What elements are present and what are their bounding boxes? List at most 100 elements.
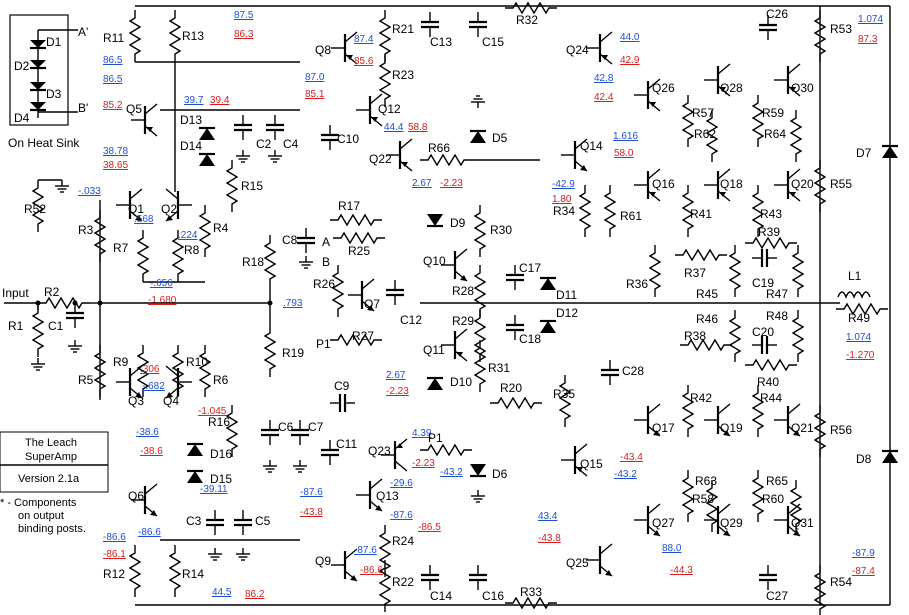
svg-text:R47: R47 bbox=[766, 287, 788, 301]
diode-label-d4: D4 bbox=[14, 111, 30, 125]
svg-text:P1: P1 bbox=[428, 431, 443, 445]
svg-text:-86.6: -86.6 bbox=[103, 532, 126, 543]
svg-text:R60: R60 bbox=[762, 492, 784, 506]
bias-network: R18 .793 R19 C6 C7 C8 R17 R25 A B R26 Q7… bbox=[242, 199, 422, 473]
svg-text:R40: R40 bbox=[757, 375, 779, 389]
svg-text:R45: R45 bbox=[696, 287, 718, 301]
svg-text:R19: R19 bbox=[282, 346, 304, 360]
svg-text:R20: R20 bbox=[500, 381, 522, 395]
svg-text:58.0: 58.0 bbox=[614, 148, 634, 159]
svg-text:-43.8: -43.8 bbox=[538, 533, 561, 544]
svg-text:Q14: Q14 bbox=[580, 139, 603, 153]
svg-text:Q12: Q12 bbox=[378, 102, 401, 116]
svg-text:-.033: -.033 bbox=[78, 186, 101, 197]
svg-text:-.656: -.656 bbox=[150, 278, 173, 289]
svg-text:R52: R52 bbox=[24, 202, 46, 216]
svg-text:R57: R57 bbox=[692, 106, 714, 120]
svg-text:R62: R62 bbox=[694, 127, 716, 141]
svg-text:D8: D8 bbox=[856, 452, 872, 466]
svg-text:R21: R21 bbox=[392, 22, 414, 36]
svg-text:Q29: Q29 bbox=[720, 516, 743, 530]
svg-text:Q11: Q11 bbox=[423, 343, 445, 357]
svg-text:38.65: 38.65 bbox=[103, 160, 128, 171]
svg-text:43.4: 43.4 bbox=[538, 511, 558, 522]
svg-text:R23: R23 bbox=[392, 68, 414, 82]
svg-text:on output: on output bbox=[18, 510, 64, 522]
svg-text:R33: R33 bbox=[520, 585, 542, 599]
svg-text:-87.6: -87.6 bbox=[300, 487, 323, 498]
svg-text:-43.2: -43.2 bbox=[614, 469, 637, 480]
svg-text:R34: R34 bbox=[553, 204, 575, 218]
svg-text:C17: C17 bbox=[519, 261, 541, 275]
svg-text:Q26: Q26 bbox=[652, 81, 675, 95]
svg-text:-44.3: -44.3 bbox=[670, 565, 693, 576]
svg-text:D12: D12 bbox=[556, 306, 578, 320]
svg-text:2.67: 2.67 bbox=[412, 178, 432, 189]
svg-text:R65: R65 bbox=[766, 474, 788, 488]
svg-text:-2.23: -2.23 bbox=[412, 458, 435, 469]
output-bank: Q26 Q28 Q30 R57 R62 R59 R64 Q16 Q18 Q20 … bbox=[626, 6, 900, 615]
svg-text:Q25: Q25 bbox=[566, 556, 589, 570]
svg-text:C3: C3 bbox=[186, 514, 202, 528]
current-sources: R11 R13 86.5 86.5 85.2 Q5 38.78 38.65 39… bbox=[103, 9, 300, 598]
svg-text:B: B bbox=[322, 255, 330, 269]
svg-text:-1.045: -1.045 bbox=[198, 406, 227, 417]
svg-text:-86.1: -86.1 bbox=[103, 549, 126, 560]
svg-text:L1: L1 bbox=[848, 269, 862, 283]
svg-text:C6: C6 bbox=[278, 420, 294, 434]
svg-text:-87.4: -87.4 bbox=[852, 566, 875, 577]
svg-text:-29.6: -29.6 bbox=[390, 478, 413, 489]
driver-stage: D9 Q10 R30 R28 R29 C17 C18 D11 D12 Q11 D… bbox=[420, 204, 840, 409]
svg-text:Q18: Q18 bbox=[720, 177, 743, 191]
svg-text:87.4: 87.4 bbox=[354, 34, 374, 45]
svg-text:C2: C2 bbox=[256, 137, 272, 151]
svg-text:-38.6: -38.6 bbox=[140, 446, 163, 457]
svg-text:42.8: 42.8 bbox=[594, 73, 614, 84]
svg-text:44.5: 44.5 bbox=[212, 587, 232, 598]
title-line-2: SuperAmp bbox=[25, 451, 77, 463]
svg-text:R18: R18 bbox=[242, 255, 264, 269]
svg-text:R7: R7 bbox=[113, 241, 129, 255]
svg-text:Q24: Q24 bbox=[566, 43, 589, 57]
svg-text:Q8: Q8 bbox=[315, 43, 331, 57]
svg-text:C26: C26 bbox=[766, 7, 788, 21]
svg-text:Q3: Q3 bbox=[128, 394, 144, 408]
svg-text:R56: R56 bbox=[830, 423, 852, 437]
svg-text:* - Components: * - Components bbox=[0, 497, 77, 509]
svg-text:Q31: Q31 bbox=[791, 516, 814, 530]
svg-text:D6: D6 bbox=[492, 467, 508, 481]
svg-text:Q22: Q22 bbox=[369, 152, 392, 166]
svg-text:R14: R14 bbox=[182, 567, 204, 581]
svg-text:42.9: 42.9 bbox=[620, 55, 640, 66]
svg-text:R32: R32 bbox=[516, 13, 538, 27]
differential-input-pairs: R3 Q1 Q2 .568 .224 R7 R8 R4 -.656 -1.680… bbox=[78, 187, 229, 417]
svg-text:Q15: Q15 bbox=[580, 457, 603, 471]
svg-text:R12: R12 bbox=[103, 567, 125, 581]
svg-text:-87.6: -87.6 bbox=[390, 510, 413, 521]
svg-text:R36: R36 bbox=[626, 277, 648, 291]
svg-text:58.8: 58.8 bbox=[408, 122, 428, 133]
svg-text:C4: C4 bbox=[283, 137, 299, 151]
svg-text:Q5: Q5 bbox=[126, 102, 142, 116]
svg-text:Q9: Q9 bbox=[315, 554, 331, 568]
svg-text:R64: R64 bbox=[764, 127, 786, 141]
svg-text:-2.23: -2.23 bbox=[440, 178, 463, 189]
heat-sink-diode-box: D1 D2 D3 D4 A' B' On Heat Sink bbox=[8, 14, 88, 150]
svg-text:4.39: 4.39 bbox=[412, 428, 432, 439]
svg-text:-43.4: -43.4 bbox=[620, 452, 643, 463]
svg-text:88.0: 88.0 bbox=[662, 543, 682, 554]
svg-text:R25: R25 bbox=[348, 244, 370, 258]
svg-text:R29: R29 bbox=[452, 314, 474, 328]
version-label: Version 2.1a bbox=[18, 473, 80, 485]
svg-text:C19: C19 bbox=[752, 276, 774, 290]
svg-text:86.3: 86.3 bbox=[234, 29, 254, 40]
svg-text:-86.6: -86.6 bbox=[138, 527, 161, 538]
svg-text:87.5: 87.5 bbox=[234, 10, 254, 21]
svg-text:R46: R46 bbox=[696, 312, 718, 326]
svg-text:-2.23: -2.23 bbox=[386, 386, 409, 397]
svg-text:R17: R17 bbox=[338, 199, 360, 213]
heat-sink-label: On Heat Sink bbox=[8, 136, 80, 150]
footnote: * - Components on output binding posts. bbox=[0, 497, 86, 535]
svg-text:D14: D14 bbox=[180, 139, 202, 153]
